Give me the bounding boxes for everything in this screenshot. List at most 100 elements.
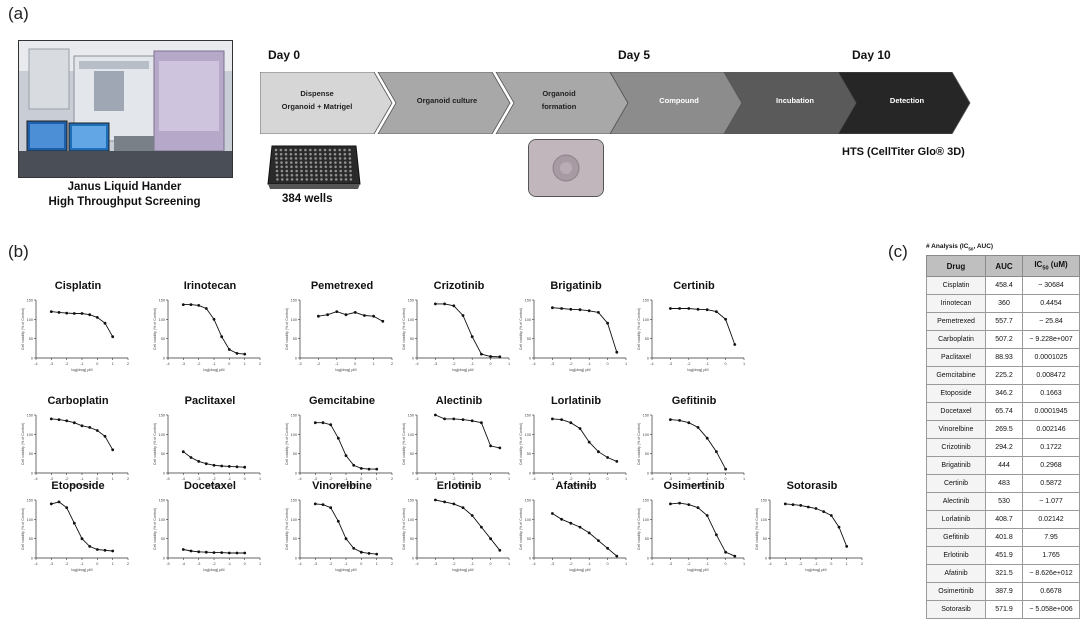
data-point (189, 456, 193, 459)
well (334, 165, 337, 169)
curve-title: Carboplatin (47, 395, 109, 407)
axis-lines (533, 415, 626, 474)
y-tick-label: 0 (412, 357, 414, 361)
y-axis-label: Cell viability (% of Control) (637, 508, 641, 550)
y-axis-label: Cell viability (% of Control) (153, 308, 157, 350)
well (284, 148, 288, 152)
y-axis-label: Cell viability (% of Control) (519, 423, 523, 465)
y-tick-label: 0 (412, 472, 414, 476)
data-point (783, 502, 787, 506)
well (290, 178, 294, 181)
x-axis-label: log[drug] μM (452, 483, 473, 487)
data-point (461, 418, 465, 421)
well (329, 165, 332, 169)
x-tick-label: -1 (588, 362, 591, 366)
data-point (480, 352, 483, 356)
fit-curve (785, 503, 848, 547)
x-tick-label: -1 (814, 562, 817, 566)
data-point (80, 424, 84, 428)
axis-lines (651, 415, 744, 474)
cell-ic50: 0.4454 (1022, 294, 1080, 313)
cell-drug: Carboplatin (926, 330, 986, 349)
y-tick-label: 0 (765, 557, 767, 561)
x-tick-label: 0 (354, 362, 356, 366)
x-tick-label: -3 (551, 362, 554, 366)
x-tick-label: -3 (669, 362, 672, 366)
x-tick-label: -1 (471, 562, 474, 566)
x-tick-label: -1 (344, 562, 347, 566)
y-tick-label: 50 (410, 537, 414, 541)
data-point (227, 465, 231, 468)
fit-curve (315, 503, 377, 555)
step-culture-line1: Organoid culture (416, 96, 478, 105)
well (314, 169, 318, 173)
data-point (705, 514, 709, 517)
panel-label-b: (b) (8, 242, 29, 261)
x-tick-label: 0 (725, 477, 727, 481)
cell-drug: Vinorelbine (926, 420, 986, 439)
cell-auc: 346.2 (985, 384, 1023, 403)
well (333, 152, 337, 156)
data-point (80, 537, 84, 541)
cell-ic50: ~ 30684 (1022, 276, 1080, 295)
x-tick-label: -1 (588, 477, 591, 481)
x-tick-label: 0 (360, 562, 362, 566)
data-point (498, 446, 502, 450)
y-tick-label: 100 (643, 518, 649, 522)
data-point (189, 549, 193, 553)
well (276, 178, 279, 181)
data-point (799, 504, 803, 507)
x-tick-label: 1 (508, 362, 510, 366)
well (339, 178, 343, 181)
x-tick-label: -4 (532, 477, 535, 481)
well (338, 152, 342, 156)
well (309, 148, 312, 152)
data-point (321, 503, 325, 506)
data-point (197, 550, 201, 554)
data-point (95, 548, 99, 551)
well (280, 173, 284, 177)
curve-title: Erlotinib (436, 480, 482, 492)
y-tick-label: 50 (645, 337, 649, 341)
axis-lines (416, 300, 509, 359)
y-axis-label: Cell viability (% of Control) (285, 423, 289, 465)
axis-lines (35, 500, 128, 559)
y-axis-label: Cell viability (% of Control) (637, 423, 641, 465)
well (295, 165, 298, 169)
fit-curve (670, 308, 736, 345)
y-axis-label: Cell viability (% of Control) (21, 308, 25, 350)
data-point (470, 335, 474, 339)
well (319, 165, 323, 169)
y-tick-label: 100 (291, 318, 297, 322)
well (280, 169, 284, 173)
data-point (578, 427, 582, 430)
data-point (181, 303, 185, 306)
data-point (235, 465, 239, 469)
data-point (197, 304, 201, 307)
data-point (212, 317, 216, 321)
well (315, 178, 318, 181)
x-tick-label: 0 (96, 362, 98, 366)
well (285, 165, 288, 169)
cell-ic50: 0.02142 (1022, 510, 1080, 529)
axis-lines (167, 500, 260, 559)
data-point (65, 506, 69, 510)
cell-drug: Alectinib (926, 492, 986, 511)
x-tick-label: -4 (34, 562, 37, 566)
well (330, 178, 333, 181)
y-tick-label: 100 (159, 433, 165, 437)
y-tick-label: 100 (291, 433, 297, 437)
x-tick-label: 0 (96, 477, 98, 481)
well (305, 169, 308, 173)
well (334, 169, 338, 173)
curve-title: Certinib (673, 280, 715, 292)
x-axis-label: log[drug] μM (569, 568, 590, 572)
cell-ic50: 0.0001025 (1022, 348, 1080, 367)
data-point (587, 440, 591, 444)
well (343, 152, 347, 156)
data-point (669, 502, 672, 506)
